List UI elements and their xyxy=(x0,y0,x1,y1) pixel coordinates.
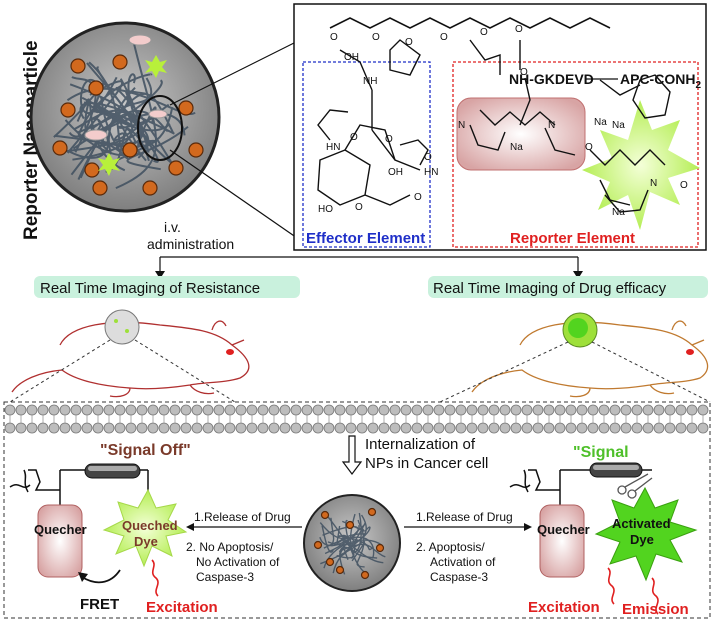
excitation-left: Excitation xyxy=(146,599,218,616)
excitation-right: Excitation xyxy=(528,599,600,616)
imaging-efficacy-label: Real Time Imaging of Drug efficacy xyxy=(433,280,667,297)
cell-membrane xyxy=(4,404,709,434)
imaging-resistance-label: Real Time Imaging of Resistance xyxy=(40,280,260,297)
quencher-left: Quecher xyxy=(34,522,87,537)
emission-label: Emission xyxy=(622,601,689,618)
quenched-dye-shape xyxy=(102,488,188,568)
atom-label: O xyxy=(680,180,688,191)
right-step2-line2: Activation of xyxy=(430,555,496,569)
atom-label: Na xyxy=(594,117,607,128)
internalization-line1: Internalization of xyxy=(365,436,476,453)
atom-label: HN xyxy=(326,142,340,153)
reporter-element-label: Reporter Element xyxy=(510,230,635,247)
left-step2-line2: No Activation of xyxy=(196,555,280,569)
linker-label: NH-GKDEVD xyxy=(509,71,594,87)
atom-label: Na xyxy=(612,120,625,131)
atom-label: O xyxy=(372,32,380,43)
atom-label: O xyxy=(424,152,432,163)
left-step2-line3: Caspase-3 xyxy=(196,570,254,584)
scissors-icon xyxy=(617,473,653,499)
left-step2-line1: 2. No Apoptosis/ xyxy=(186,540,274,554)
atom-label: O xyxy=(350,132,358,143)
atom-label: Na xyxy=(612,207,625,218)
activated-dye-shape xyxy=(594,486,698,582)
atom-label: O xyxy=(585,142,593,153)
atom-label: O xyxy=(480,27,488,38)
atom-label: O xyxy=(385,134,393,145)
left-step1: 1.Release of Drug xyxy=(194,510,291,524)
activated-dye-line2: Dye xyxy=(630,532,654,547)
atom-label: O xyxy=(515,24,523,35)
atom-label: O xyxy=(440,32,448,43)
atom-label: N xyxy=(458,120,465,131)
fret-label: FRET xyxy=(80,596,119,613)
tumor-left xyxy=(104,309,140,345)
internalization-line2: NPs in Cancer cell xyxy=(365,455,488,472)
atom-label: OH xyxy=(344,52,359,63)
route-label-line1: i.v. xyxy=(164,219,181,235)
activated-dye-line1: Activated xyxy=(612,516,671,531)
atom-label: Na xyxy=(510,142,523,153)
mouse-right xyxy=(471,320,709,398)
atom-label: HO xyxy=(318,204,333,215)
quencher-right: Quecher xyxy=(537,522,590,537)
quenched-dye-line2: Dye xyxy=(134,534,158,549)
atom-label: O xyxy=(520,67,528,78)
signal-title: "Signal xyxy=(573,444,629,461)
atom-label: HN xyxy=(424,167,438,178)
atom-label: O xyxy=(330,32,338,43)
quenched-dye-line1: Queched xyxy=(122,518,178,533)
atom-label: OH xyxy=(388,167,403,178)
atom-label: N xyxy=(650,178,657,189)
mouse-left xyxy=(11,320,250,398)
right-step2-line3: Caspase-3 xyxy=(430,570,488,584)
nanoparticle-large xyxy=(29,21,221,213)
effector-element-label: Effector Element xyxy=(306,230,425,247)
right-step1: 1.Release of Drug xyxy=(416,510,513,524)
atom-label: N xyxy=(548,120,555,131)
atom-label: O xyxy=(414,192,422,203)
atom-label: O xyxy=(355,202,363,213)
atom-label: O xyxy=(405,37,413,48)
signal-off-title: "Signal Off" xyxy=(100,442,191,459)
right-step2-line1: 2. Apoptosis/ xyxy=(416,540,485,554)
nanoparticle-small xyxy=(303,494,401,592)
route-label-line2: administration xyxy=(147,236,234,252)
atom-label: NH xyxy=(363,76,377,87)
cap-label: APC-CONH2 xyxy=(620,71,701,91)
